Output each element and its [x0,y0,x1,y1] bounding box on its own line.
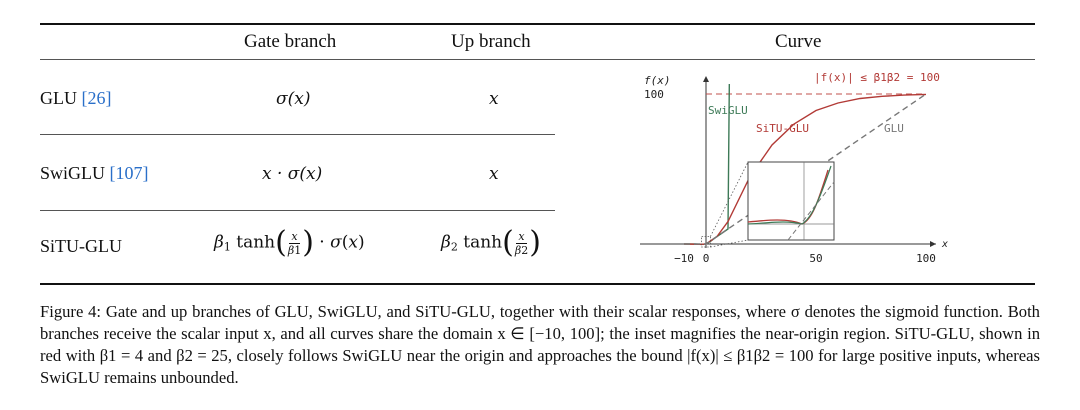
figure-caption: Figure 4: Gate and up branches of GLU, S… [40,301,1040,389]
activation-curve-chart: x f(x) −10 0 50 100 100 |f(x)| ≤ β1β2 = 100SwiG… [640,71,948,265]
series-label-swiglu: SwiGLU [708,104,748,117]
table-top-rule [40,23,1035,25]
gate-formula: σ(x) [276,89,311,109]
x-tick-label: 50 [809,252,822,265]
y-tick-label: 100 [644,88,664,101]
header-up-branch: Up branch [451,31,531,52]
caption-label: Figure 4: [40,302,102,321]
up-formula: x [489,89,499,109]
row-situglu-name: SiTU-GLU [40,236,122,257]
x-axis-label: x [941,239,948,250]
y-axis-arrow [703,76,709,82]
x-tick-label: 0 [703,252,710,265]
row-glu-up: x [489,89,499,109]
citation-link[interactable]: [107] [109,163,149,183]
model-name: SwiGLU [40,163,106,183]
inset-swiglu-curve [747,165,832,225]
row-glu-gate: σ(x) [276,89,310,109]
caption-text: Gate and up branches of GLU, SwiGLU, and… [40,302,1040,387]
inset-glu-curve [787,181,835,241]
citation-link[interactable]: [26] [81,88,112,108]
header-curve: Curve [775,31,822,52]
gate-formula: x · σ(x) [262,164,323,184]
row-swiglu-gate: x · σ(x) [262,164,322,184]
row-swiglu-up: x [489,164,499,184]
header-gate-branch: Gate branch [244,31,337,52]
model-name: SiTU-GLU [40,236,122,256]
series-label-situ-glu: SiTU-GLU [756,122,809,135]
row-divider-1 [40,134,555,135]
x-tick-label: −10 [674,252,694,265]
bound-annotation: |f(x)| ≤ β1β2 = 100 [814,71,940,84]
series-line-glu [684,93,927,245]
model-name: GLU [40,88,77,108]
series-label-glu: GLU [884,122,904,135]
table-header-rule [40,59,1035,60]
table-bottom-rule [40,283,1035,285]
inset-source-box [701,236,711,248]
up-formula: x [489,164,499,184]
inset-connector [710,239,749,248]
x-tick-label: 100 [916,252,936,265]
inset-box [747,161,835,241]
row-divider-2 [40,210,555,211]
row-swiglu-name: SwiGLU [107] [40,163,149,184]
x-axis-arrow [930,241,936,247]
y-axis-label: f(x) [644,74,671,87]
row-glu-name: GLU [26] [40,88,112,109]
